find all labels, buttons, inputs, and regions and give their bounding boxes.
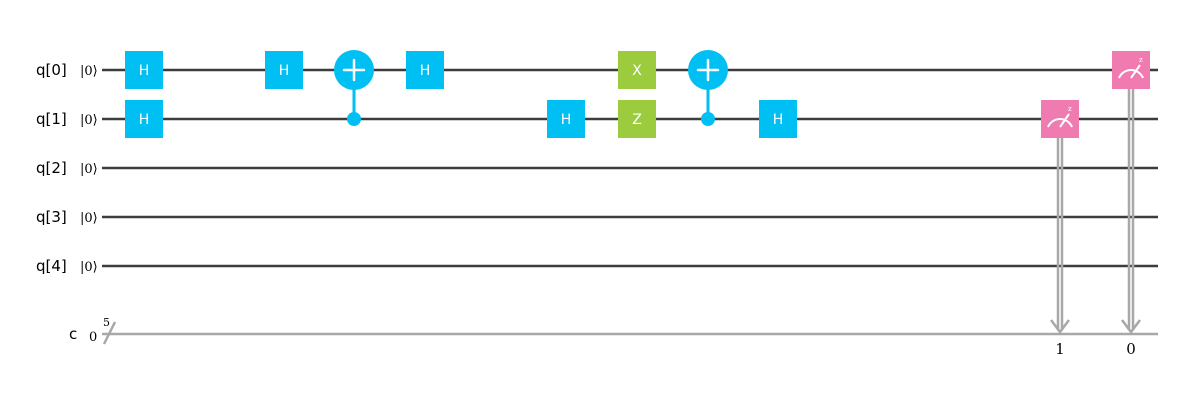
register-width-slash (102, 321, 117, 345)
classical-bit-index: 1 (1055, 340, 1065, 358)
wires-layer (102, 68, 1158, 345)
gate-h (125, 100, 163, 138)
qubit-init-state: |0⟩ (80, 211, 98, 226)
qubit-label: q[1] (36, 110, 67, 128)
qubit-init-state: |0⟩ (80, 162, 98, 177)
meter-needle-icon (1130, 64, 1141, 79)
meter-arc-icon (1118, 69, 1144, 79)
cnot-control-dot (347, 112, 361, 126)
qubit-init-state: |0⟩ (80, 64, 98, 79)
qubit-init-state: |0⟩ (80, 260, 98, 275)
gate-h (759, 100, 797, 138)
meter-z-icon: z (1068, 105, 1072, 113)
register-width-label: 5 (103, 316, 110, 329)
qubit-label: q[2] (36, 159, 67, 177)
plus-icon (696, 58, 720, 82)
gate-label: X (632, 63, 642, 79)
measure-arrow-icon (1121, 319, 1141, 335)
gate-x (618, 51, 656, 89)
gate-h (406, 51, 444, 89)
gate-z (618, 100, 656, 138)
qubit-label: q[4] (36, 257, 67, 275)
qubit-label: q[3] (36, 208, 67, 226)
classical-register-label: c (69, 325, 77, 343)
gate-h (265, 51, 303, 89)
gate-label: H (139, 63, 150, 79)
gate-label: H (773, 112, 784, 128)
classical-init-value: 0 (89, 330, 97, 345)
gate-label: H (279, 63, 290, 79)
qubit-label: q[0] (36, 61, 67, 79)
classical-bit-index: 0 (1126, 340, 1136, 358)
gate-label: H (139, 112, 150, 128)
measure-arrow-icon (1050, 319, 1070, 335)
meter-z-icon: z (1139, 56, 1143, 64)
gates-layer: H H H H H X Z Hz 1 z 0 (125, 50, 1150, 358)
cnot-control-dot (701, 112, 715, 126)
gate-h (547, 100, 585, 138)
qubit-init-state: |0⟩ (80, 113, 98, 128)
meter-arc-icon (1047, 118, 1073, 128)
meter-needle-icon (1059, 113, 1070, 128)
gate-label: H (420, 63, 431, 79)
gate-label: Z (632, 112, 642, 128)
gate-label: H (561, 112, 572, 128)
gate-h (125, 51, 163, 89)
plus-icon (342, 58, 366, 82)
